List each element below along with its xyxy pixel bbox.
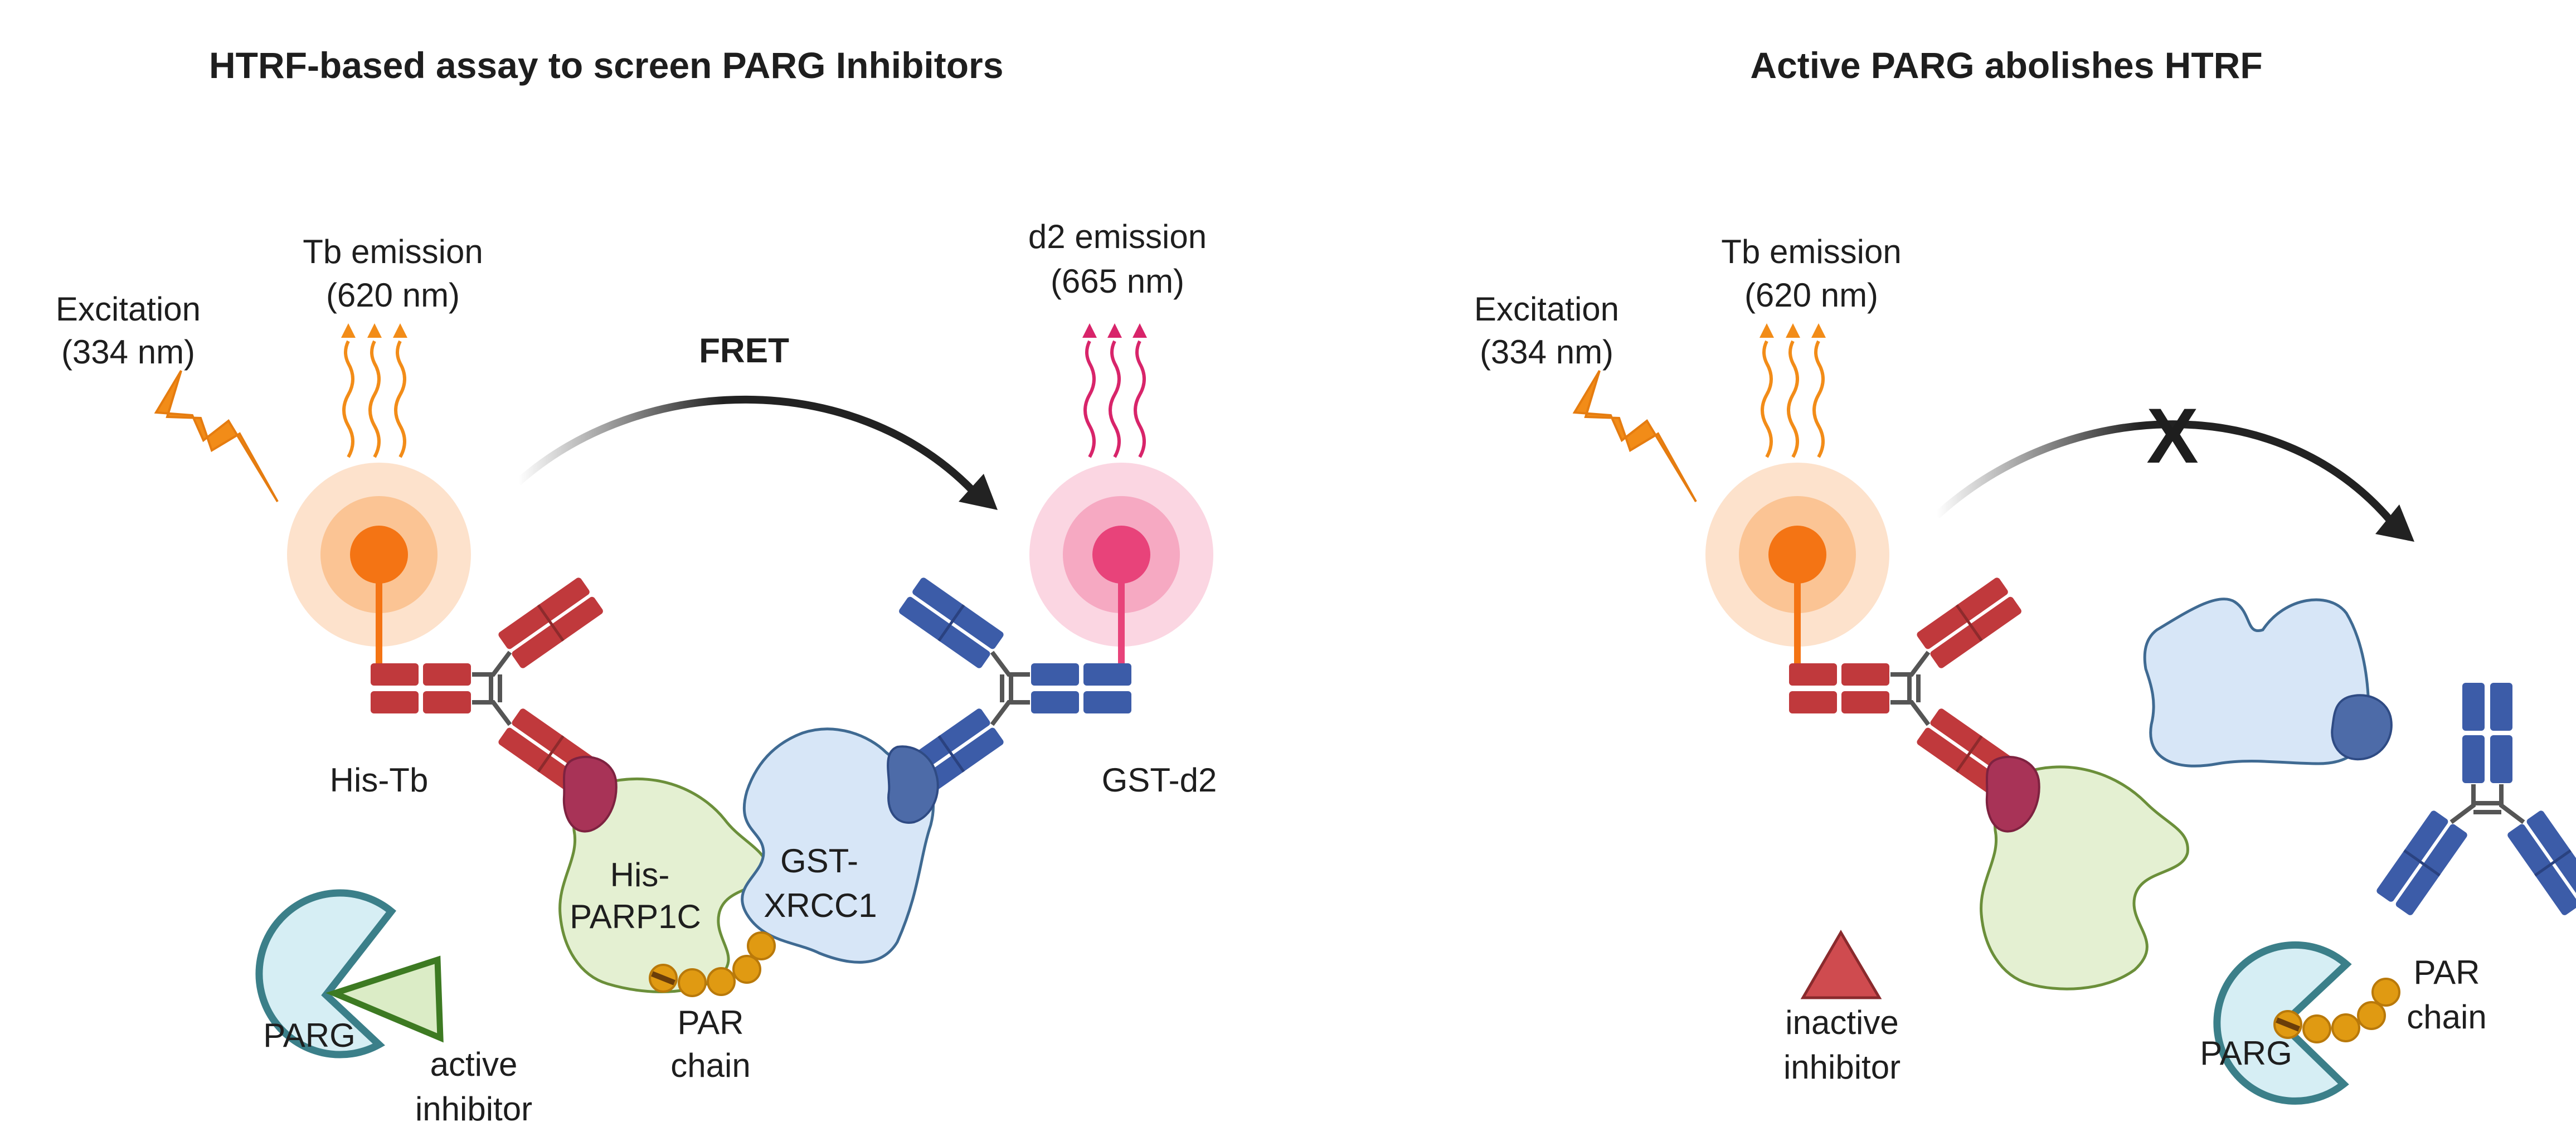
lightning-icon-right [1572, 370, 1697, 503]
left-panel: HTRF-based assay to screen PARG Inhibito… [56, 45, 1217, 1128]
his-tag-icon [562, 756, 618, 833]
inactive-inhibitor-label-line2: inhibitor [1783, 1048, 1901, 1086]
excitation-label: Excitation [56, 290, 201, 328]
right-panel-title: Active PARG abolishes HTRF [1750, 45, 2262, 86]
par-chain-label-line2: chain [670, 1047, 750, 1084]
gst-tag-icon [887, 745, 939, 824]
inactive-inhibitor-icon [1800, 930, 1882, 999]
tb-emission-waves-icon-right [1760, 323, 1826, 458]
gst-d2-label: GST-d2 [1102, 761, 1217, 799]
parg-label: PARG [263, 1017, 356, 1054]
tb-emission-label: Tb emission [303, 233, 483, 270]
lightning-icon [154, 370, 279, 503]
active-inhibitor-label-line1: active [430, 1046, 518, 1083]
terbium-donor-icon-right [1705, 463, 1889, 666]
his-parp1c-label-line1: His- [610, 856, 670, 894]
gst-d2-antibody-right [2375, 683, 2576, 916]
blocked-fret-arrow-head [2375, 504, 2414, 542]
gst-xrcc1-label-line2: XRCC1 [764, 887, 877, 924]
gst-xrcc1-label-line1: GST- [780, 842, 858, 880]
d2-emission-waves-icon [1082, 323, 1147, 458]
gst-tag-icon-right [2331, 694, 2393, 761]
blocked-fret-arrow [1934, 420, 2394, 524]
par-chain-label-right-line2: chain [2407, 998, 2486, 1036]
d2-emission-wavelength: (665 nm) [1051, 263, 1184, 300]
parp1c-protein-right [1980, 765, 2189, 990]
fret-arrow-head [959, 474, 998, 510]
d2-emission-label: d2 emission [1028, 218, 1207, 255]
tb-emission-wavelength: (620 nm) [326, 276, 460, 314]
inactive-inhibitor-label-line1: inactive [1785, 1004, 1898, 1041]
fret-label: FRET [699, 332, 789, 370]
his-tb-label: His-Tb [330, 761, 429, 799]
his-parp1c-label-line2: PARP1C [570, 898, 701, 935]
tb-emission-waves-icon [341, 323, 407, 458]
active-inhibitor-icon [325, 955, 444, 1043]
excitation-wavelength-right: (334 nm) [1480, 333, 1613, 371]
left-panel-title: HTRF-based assay to screen PARG Inhibito… [209, 45, 1003, 86]
active-inhibitor-label-line2: inhibitor [415, 1090, 532, 1128]
excitation-label-right: Excitation [1474, 290, 1619, 328]
terbium-donor-icon [287, 463, 471, 666]
d2-acceptor-icon [1029, 463, 1213, 666]
parg-label-right: PARG [2200, 1035, 2292, 1072]
excitation-wavelength: (334 nm) [61, 333, 195, 371]
blocked-mark: X [2146, 392, 2198, 479]
fret-arrow [516, 395, 976, 493]
tb-emission-label-right: Tb emission [1721, 233, 1901, 270]
tb-emission-wavelength-right: (620 nm) [1744, 276, 1878, 314]
par-chain-label-line1: PAR [678, 1004, 744, 1041]
his-tag-icon-right [1985, 756, 2040, 833]
right-panel: Active PARG abolishes HTRF Excitation (3… [1474, 45, 2576, 1105]
parg-enzyme-icon [255, 889, 397, 1058]
par-chain-label-right-line1: PAR [2414, 954, 2480, 991]
